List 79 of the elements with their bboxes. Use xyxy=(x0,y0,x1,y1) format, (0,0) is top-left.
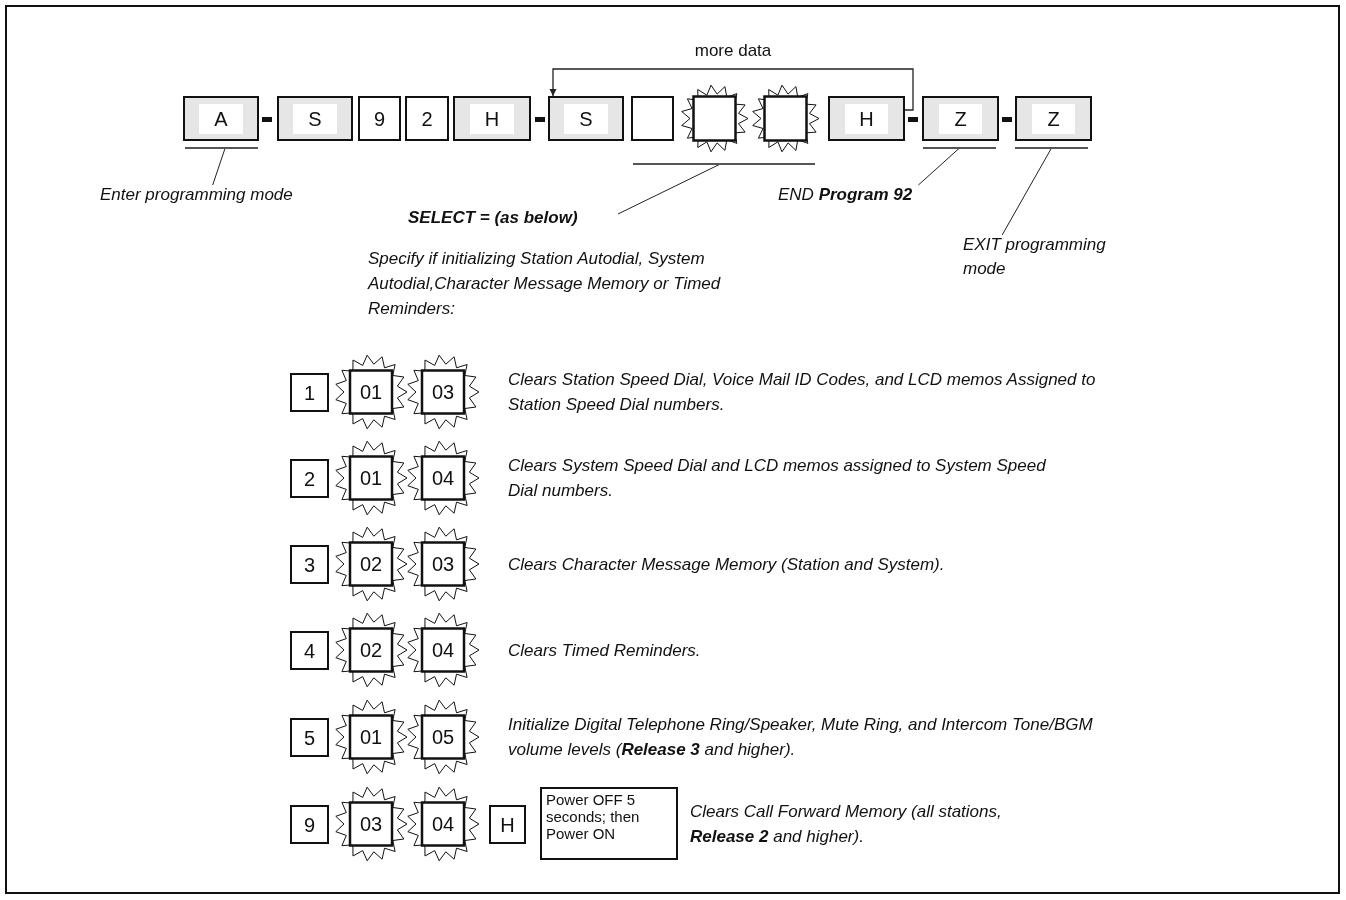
starburst-key xyxy=(334,699,408,775)
underline-bracket xyxy=(633,163,815,165)
description-text: Clears System Speed Dial and LCD memos assigned to System Speed Dial numbers. xyxy=(508,455,1047,502)
underline-bracket xyxy=(923,147,996,149)
key-label: 05 xyxy=(431,726,455,748)
key-label: 02 xyxy=(359,639,383,661)
key-box xyxy=(290,631,329,670)
starburst-key xyxy=(406,354,480,430)
key-label: 04 xyxy=(431,639,455,661)
key-label: H xyxy=(500,813,515,836)
key-label: 04 xyxy=(431,467,455,489)
key-label: 03 xyxy=(431,553,455,575)
key-box xyxy=(183,96,259,141)
key-label: 4 xyxy=(303,639,316,662)
description-text: Clears Character Message Memory (Station and System). xyxy=(508,553,946,576)
starburst-key xyxy=(334,612,408,688)
key-label: Z xyxy=(1031,103,1076,134)
key-box xyxy=(290,545,329,584)
starburst-key xyxy=(406,612,480,688)
description-text: Clears Call Forward Memory (all stations, Release 2 and higher). xyxy=(690,801,1003,848)
starburst-key xyxy=(334,526,408,602)
key-box xyxy=(631,96,674,141)
key-label: 2 xyxy=(421,107,433,130)
key-box xyxy=(290,718,329,757)
description-text: Clears Timed Reminders. xyxy=(508,639,702,662)
key-box xyxy=(405,96,449,141)
key-box xyxy=(290,459,329,498)
key-label: 01 xyxy=(359,467,383,489)
key-box xyxy=(1015,96,1092,141)
underline-bracket xyxy=(185,147,258,149)
starburst-key xyxy=(406,440,480,516)
key-box xyxy=(489,805,526,844)
key-label: 5 xyxy=(303,726,316,749)
key-label: H xyxy=(844,103,889,134)
annotation-text: SELECT = (as below) xyxy=(408,206,618,230)
description-text: Initialize Digital Telephone Ring/Speaker, Mute Ring, and Intercom Tone/BGM volume levels (Release 3 and higher). xyxy=(508,714,1094,761)
key-label: 02 xyxy=(359,553,383,575)
underline-bracket xyxy=(1015,147,1088,149)
key-label: 01 xyxy=(359,726,383,748)
starburst-key xyxy=(334,354,408,430)
note-text: Power OFF 5 seconds; then Power ON xyxy=(546,791,640,842)
key-label: 04 xyxy=(431,813,455,835)
annotation-text: END Program 92 xyxy=(778,183,958,207)
annotation-text: EXIT programming mode xyxy=(963,233,1141,281)
starburst-key xyxy=(680,84,749,153)
key-label: 9 xyxy=(373,107,386,130)
key-label: 1 xyxy=(303,381,316,404)
starburst-key xyxy=(334,440,408,516)
annotation-text: Enter programming mode xyxy=(100,183,345,207)
key-label: 2 xyxy=(303,467,316,490)
key-box xyxy=(828,96,905,141)
leader-line xyxy=(617,163,721,215)
description-text: Clears Station Speed Dial, Voice Mail ID Codes, and LCD memos Assigned to Station Speed Dial numbers. xyxy=(508,369,1097,416)
key-label: Z xyxy=(938,103,983,134)
description-text: Specify if initializing Station Autodial, System Autodial,Character Message Memory or Timed Reminders: xyxy=(368,248,722,320)
key-label: 3 xyxy=(303,553,316,576)
key-box xyxy=(548,96,624,141)
key-box xyxy=(290,805,329,844)
note-box xyxy=(540,787,678,860)
arrow xyxy=(549,68,914,111)
key-label: A xyxy=(199,103,243,134)
key-box xyxy=(277,96,353,141)
key-label: S xyxy=(293,103,337,134)
key-label: 01 xyxy=(359,381,383,403)
key-label: 03 xyxy=(359,813,383,835)
key-label: S xyxy=(564,103,608,134)
key-label: 03 xyxy=(431,381,455,403)
starburst-key xyxy=(334,786,408,862)
key-box xyxy=(453,96,531,141)
key-label: H xyxy=(469,103,515,134)
key-label: 9 xyxy=(303,813,316,836)
key-box xyxy=(922,96,999,141)
key-box xyxy=(290,373,329,412)
starburst-key xyxy=(406,786,480,862)
starburst-key xyxy=(406,699,480,775)
leader-line xyxy=(212,147,226,186)
starburst-key xyxy=(406,526,480,602)
starburst-key xyxy=(751,84,820,153)
key-box xyxy=(358,96,401,141)
